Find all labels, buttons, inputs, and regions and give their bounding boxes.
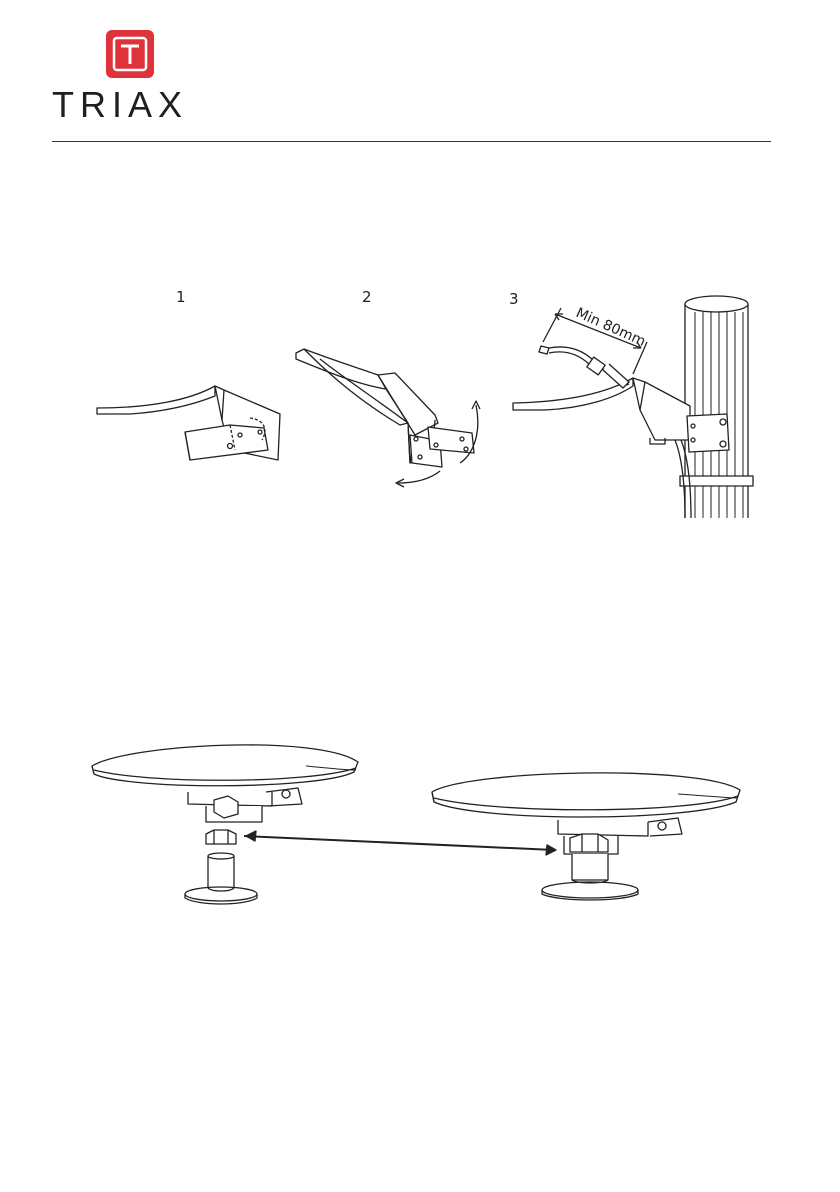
step-number-2: 2 <box>362 288 372 306</box>
step-2-illustration <box>290 345 490 495</box>
logo-t-icon <box>106 30 154 78</box>
triax-logo: TRIAX <box>52 30 212 126</box>
step-3-illustration: Min 80mm <box>505 290 770 520</box>
logo-wordmark: TRIAX <box>52 84 188 126</box>
antenna-mount-illustration <box>88 740 753 910</box>
step-1-illustration <box>90 370 290 470</box>
header-divider <box>52 141 771 142</box>
dimension-label: Min 80mm <box>573 305 647 350</box>
step-number-1: 1 <box>176 288 186 306</box>
logo-mark <box>106 30 154 78</box>
